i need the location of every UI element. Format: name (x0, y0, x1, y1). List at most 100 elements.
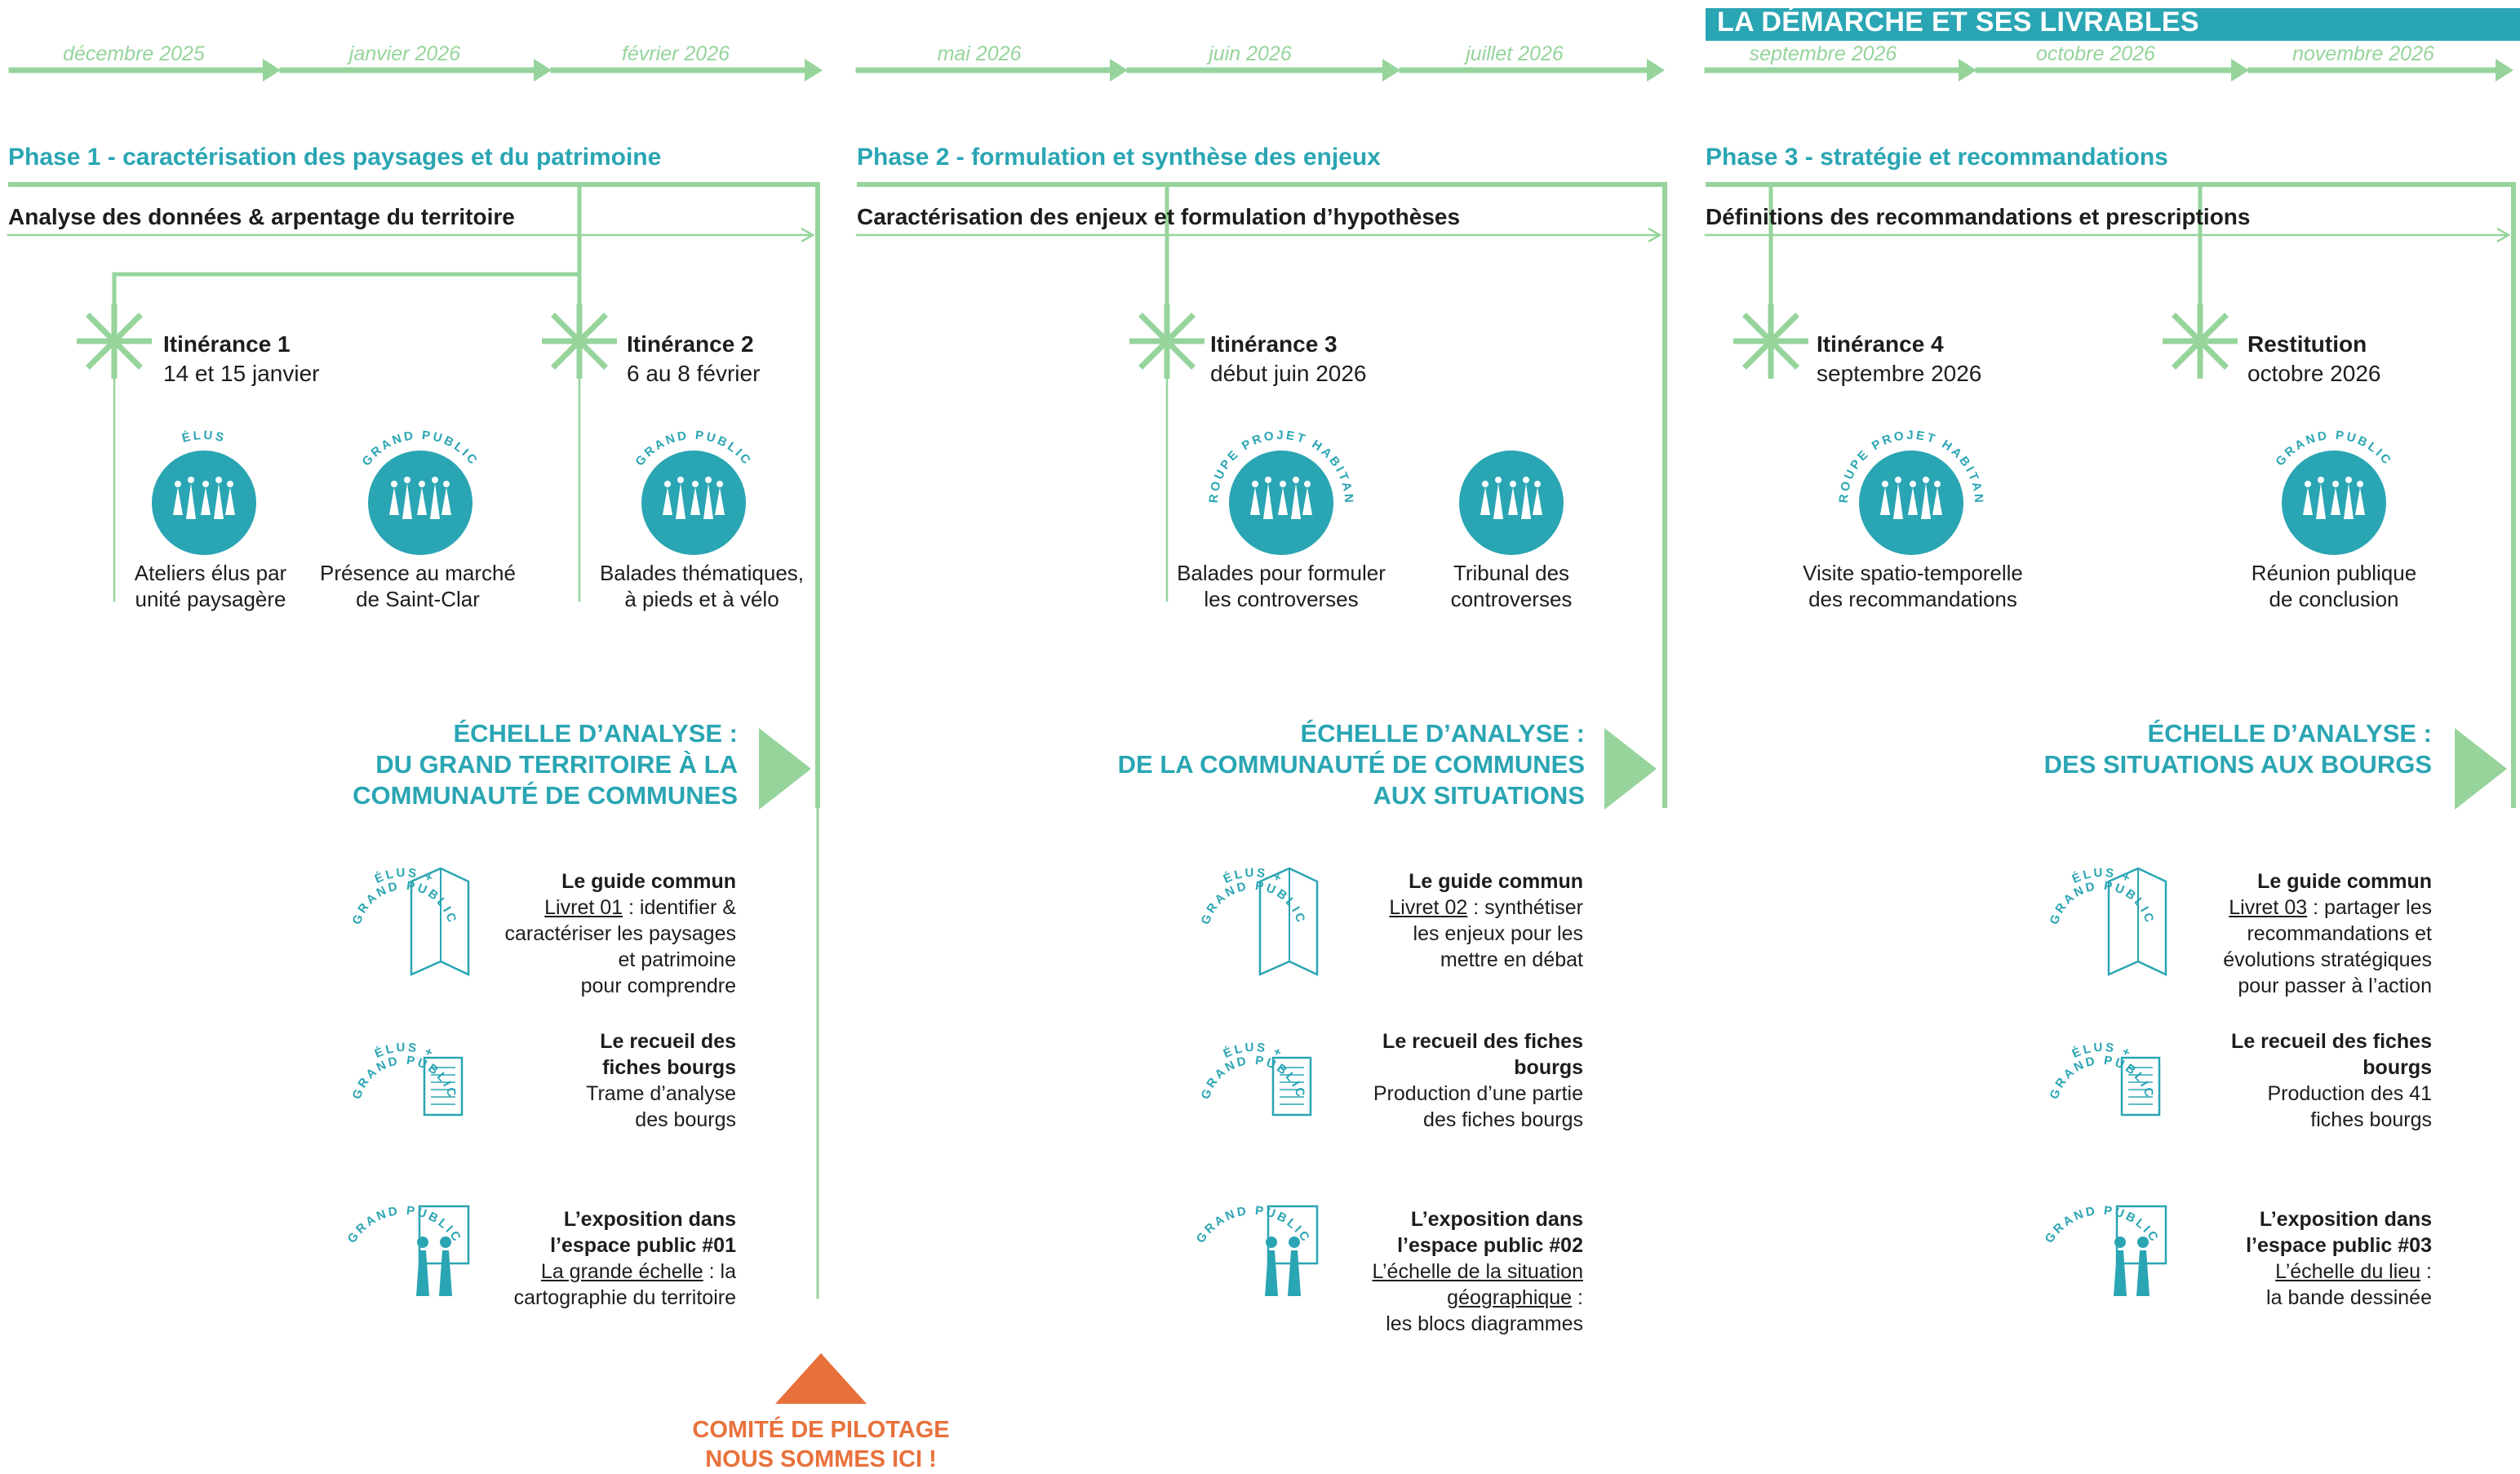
comite-marker-icon (775, 1353, 867, 1404)
activity-badge: ÉLUS (180, 428, 228, 446)
deliverable-text: mettre en débat (1440, 948, 1583, 971)
event-date: début juin 2026 (1210, 361, 1367, 386)
figure-body (1291, 483, 1301, 519)
deliverable-title: l’espace public #03 (2246, 1234, 2432, 1257)
activity-badge: GROUPE PROJET HABITANT (0, 0, 1985, 505)
asterisk-icon (542, 304, 617, 379)
badge-arc-text: GROUPE PROJET HABITANT (0, 0, 1983, 505)
asterisk-icon (2163, 304, 2238, 379)
phase-title: Phase 3 - stratégie et recommandations (1706, 144, 2168, 171)
deliverable-exposition: L’exposition dans l’espace public #03 L’… (2138, 1206, 2432, 1311)
public-crowd-icon (2282, 451, 2386, 555)
deliverable-text: les blocs diagrammes (1386, 1312, 1583, 1335)
figure-body (2344, 483, 2354, 519)
timeline-arrowhead (805, 59, 823, 82)
title-banner (1706, 8, 2520, 41)
booklet-icon (410, 867, 470, 976)
caption-line: Ateliers élus par (134, 561, 287, 585)
deliverable-title: L’exposition dans (2259, 1208, 2432, 1231)
public-crowd-icon (368, 451, 472, 555)
exposition-icon (416, 1205, 470, 1296)
activity-caption: Balades pour formuler les controverses (1159, 560, 1404, 612)
figure-head (1895, 477, 1901, 483)
caption-line: Présence au marché (320, 561, 516, 585)
visitor-head (1266, 1236, 1277, 1248)
figure-head (1304, 481, 1311, 487)
figure-body (676, 483, 685, 519)
caption-line: unité paysagère (135, 587, 286, 611)
expo-link: L’échelle du lieu (2275, 1260, 2421, 1283)
deliverable-text: : partager les (2307, 896, 2432, 919)
habitants-table-icon (1859, 451, 1963, 555)
timeline-arrowhead (1959, 59, 1977, 82)
figure-body (715, 487, 725, 515)
figure-body (214, 483, 224, 519)
deliverable-title: Le guide commun (561, 870, 736, 893)
figure-body (1880, 487, 1890, 515)
figure-body (1493, 483, 1503, 519)
deliverable-text: Trame d’analyse (586, 1082, 736, 1105)
timeline-arrowhead (1382, 59, 1400, 82)
scale-line: COMMUNAUTÉ DE COMMUNES (353, 781, 738, 810)
deliverable-text: des fiches bourgs (1423, 1108, 1583, 1131)
event-title: Itinérance 1 (163, 331, 291, 357)
comite-line: COMITÉ DE PILOTAGE (692, 1417, 950, 1443)
activity-caption: Tribunal des controverses (1389, 560, 1634, 612)
activity-badge: GROUPE PROJET HABITANT (0, 0, 1355, 505)
deliverable-title: l’espace public #01 (550, 1234, 736, 1257)
deliverable-text: Production d’une partie (1373, 1082, 1583, 1105)
caption-line: controverses (1450, 587, 1573, 611)
event-date: 14 et 15 janvier (163, 361, 320, 386)
figure-head (1252, 481, 1258, 487)
month-label: septembre 2026 (1749, 42, 1897, 65)
figure-body (2316, 483, 2326, 519)
deliverable-text: fiches bourgs (2310, 1108, 2432, 1131)
figure-head (419, 481, 425, 487)
scale-line: AUX SITUATIONS (1373, 781, 1586, 810)
figure-body (1278, 487, 1288, 515)
deliverable-guide: Le guide commun Livret 01 : identifier &… (442, 868, 736, 999)
figure-head (1534, 481, 1541, 487)
figure-body (186, 483, 196, 519)
figure-head (692, 481, 699, 487)
deliverable-text: caractériser les paysages (504, 922, 736, 945)
figure-head (1510, 481, 1516, 487)
analysis-scale: ÉCHELLE D’ANALYSE : DE LA COMMUNAUTÉ DE … (997, 718, 1585, 811)
step-title: Définitions des recommandations et presc… (1706, 204, 2251, 229)
livret-link: Livret 01 (544, 896, 623, 919)
booklet-icon (1258, 867, 1319, 976)
event-title: Itinérance 4 (1817, 331, 1944, 357)
figure-head (1923, 477, 1929, 483)
figure-body (1521, 483, 1531, 519)
event-itinerance-3: Itinérance 3 début juin 2026 (1210, 330, 1367, 388)
figure-body (173, 487, 183, 515)
deliverable-recueil: Le recueil des fiches bourgs Trame d’ana… (442, 1028, 736, 1133)
badge-arc-text: ÉLUS (180, 428, 225, 446)
figure-body (225, 487, 235, 515)
figure-head (2332, 481, 2339, 487)
public-crowd-icon (641, 451, 746, 555)
badge-arc-text: GROUPE PROJET HABITANT (0, 0, 1353, 505)
figure-body (2303, 487, 2313, 515)
fiche-sheet-icon (423, 1056, 464, 1117)
figure-body (402, 483, 412, 519)
figure-body (1250, 487, 1260, 515)
deliverable-text: cartographie du territoire (513, 1286, 736, 1309)
visitor-figure (416, 1250, 429, 1296)
figure-body (663, 487, 672, 515)
visitor-figure (1265, 1250, 1278, 1296)
deliverable-text: : synthétiser (1467, 896, 1583, 919)
deliverable-text: Production des 41 (2267, 1082, 2432, 1105)
step-title: Analyse des données & arpentage du terri… (8, 204, 515, 229)
deliverable-text: recommandations et (2247, 922, 2432, 945)
deliverable-title: bourgs (2362, 1056, 2432, 1079)
scale-label: ÉCHELLE D’ANALYSE : (453, 719, 738, 748)
phase-title: Phase 1 - caractérisation des paysages e… (8, 144, 662, 171)
deliverable-text: pour comprendre (580, 975, 736, 997)
deliverable-text: : (1572, 1286, 1583, 1309)
figure-head (1482, 481, 1488, 487)
step-title: Caractérisation des enjeux et formulatio… (857, 204, 1461, 229)
booklet-icon (2107, 867, 2167, 976)
sheet-outline (2120, 1056, 2161, 1117)
asterisk-icon (77, 304, 152, 379)
